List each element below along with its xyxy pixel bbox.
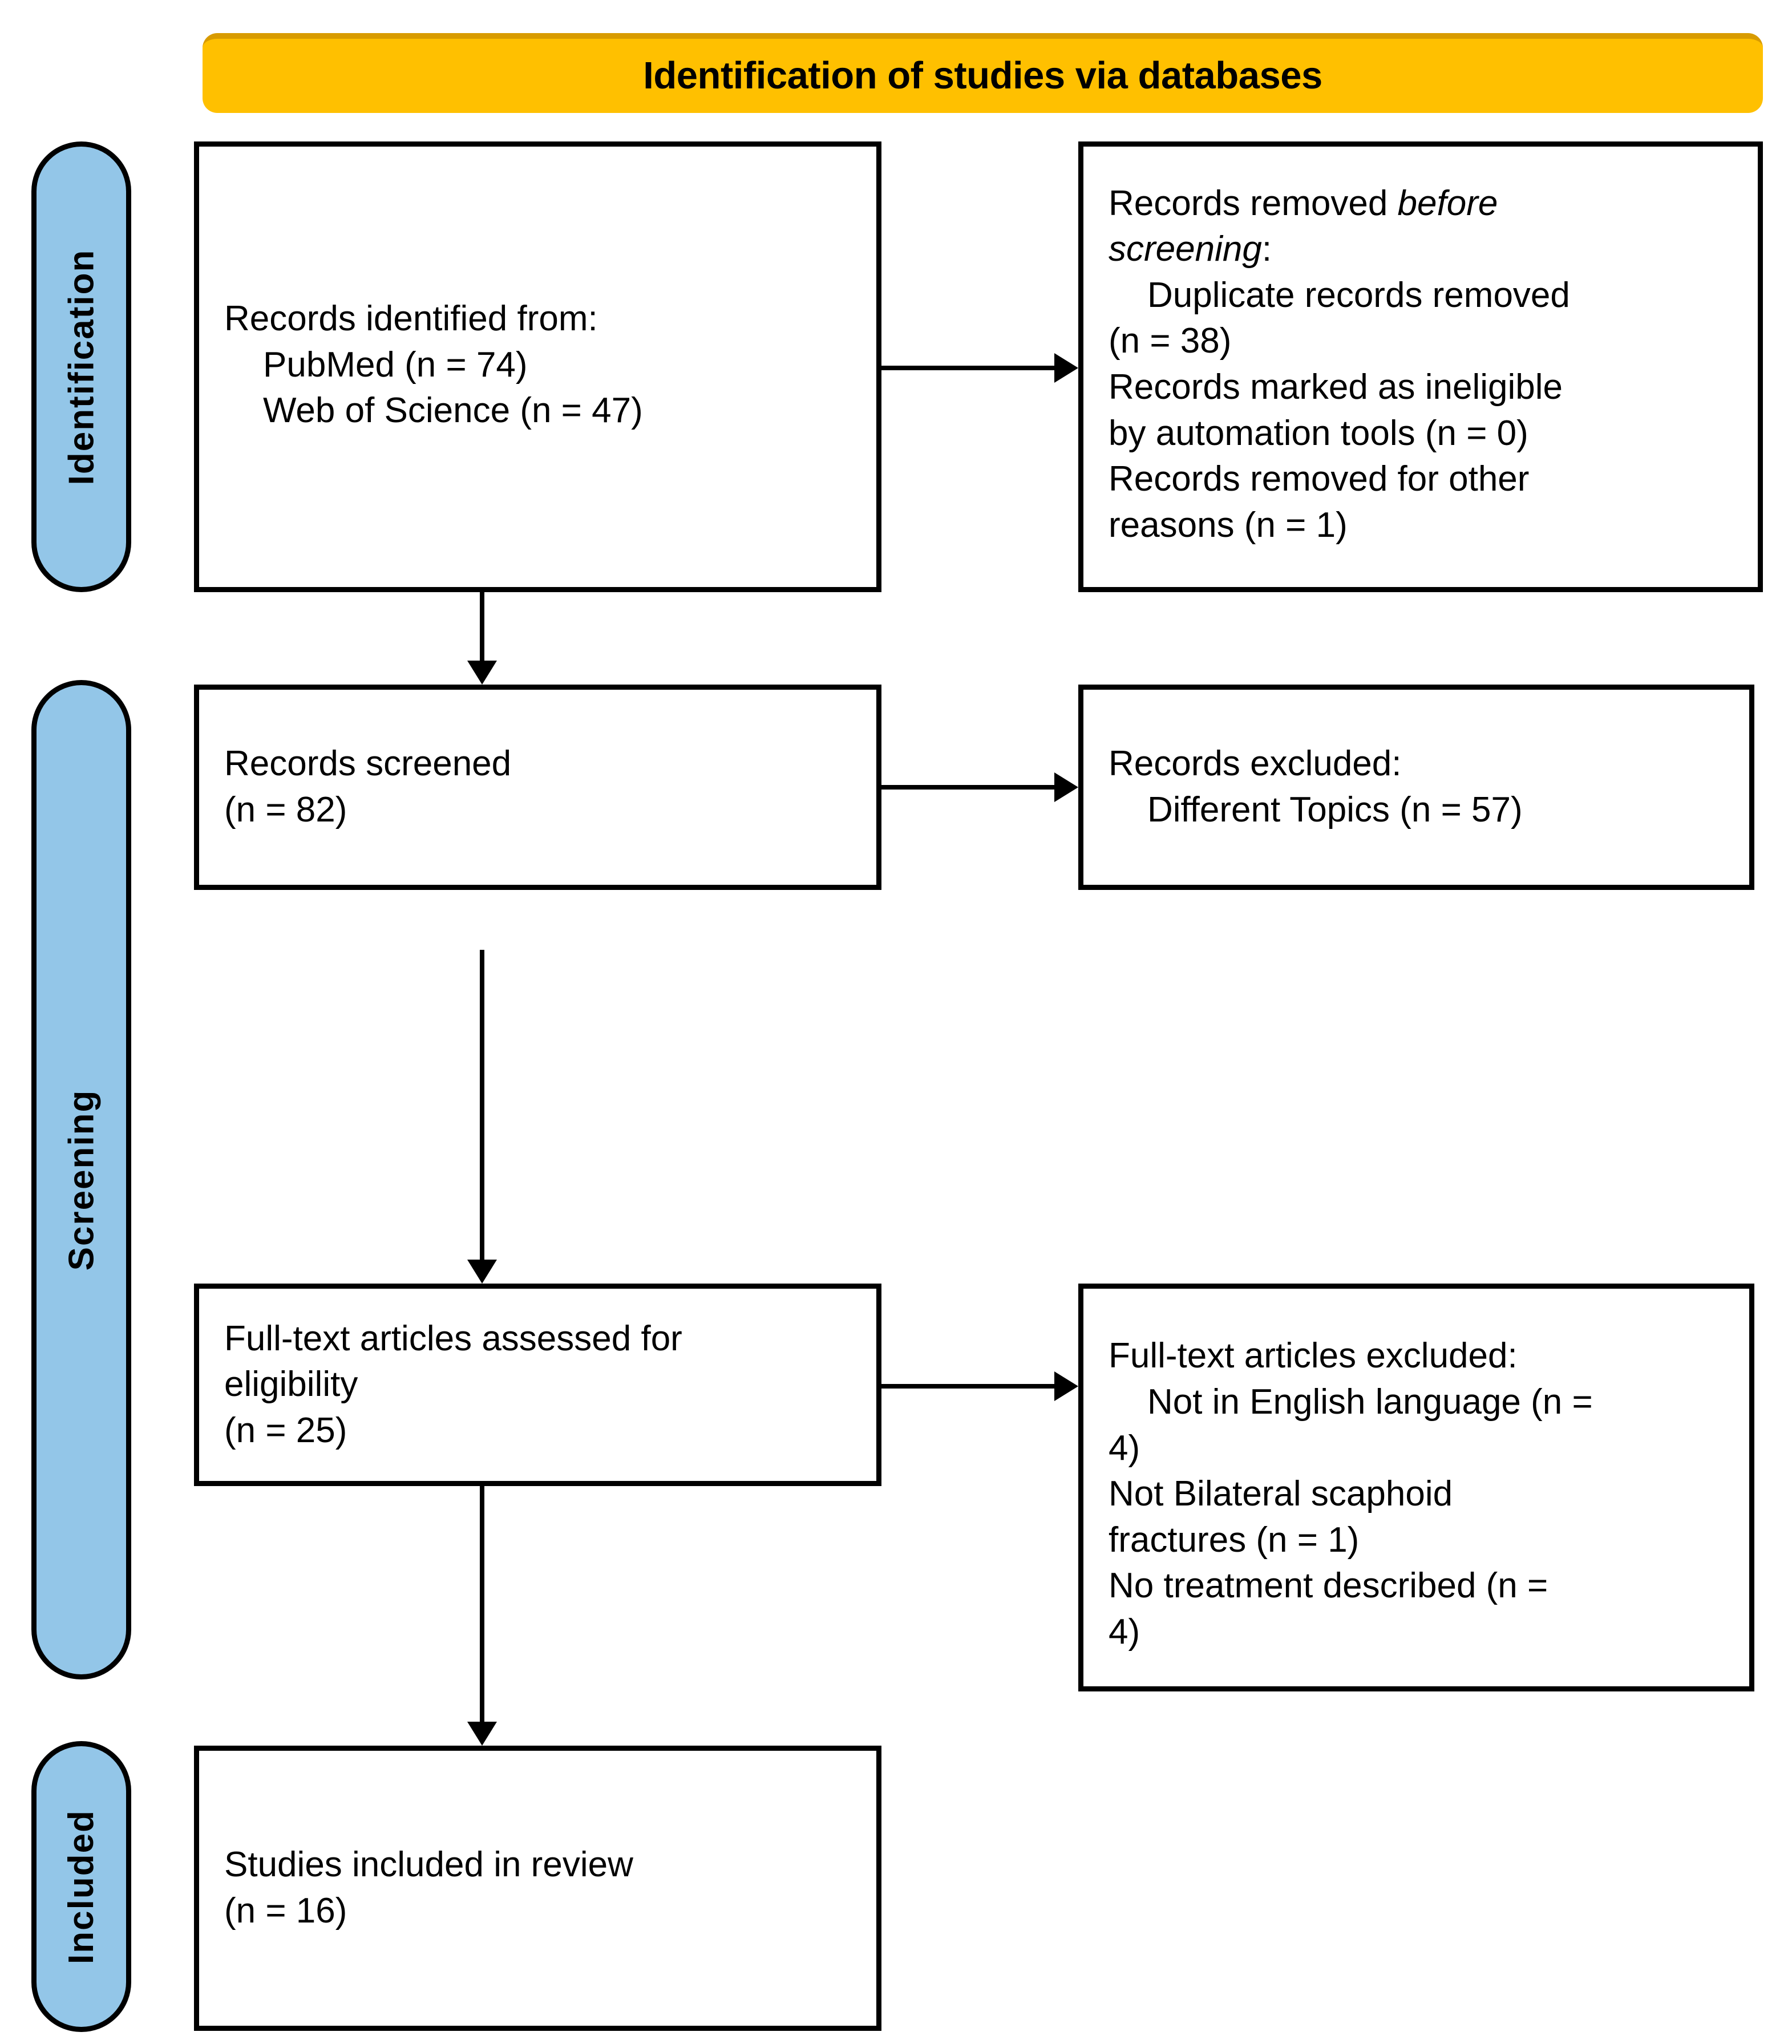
records-removed-colon: : xyxy=(1261,229,1272,269)
arrow-screened-to-fulltext-icon xyxy=(465,950,499,1284)
records-removed-heading-line1: Records removed before xyxy=(1109,181,1733,227)
arrow-shaft xyxy=(881,366,1054,370)
fulltext-excluded-bilateral-line2: fractures (n = 1) xyxy=(1109,1520,1360,1560)
stage-label-identification: Identification xyxy=(62,249,101,485)
arrow-identified-to-removed-icon xyxy=(881,351,1078,385)
records-removed-other-line1: Records removed for other xyxy=(1109,459,1530,499)
records-excluded-heading: Records excluded: xyxy=(1109,744,1402,784)
box-records-removed-body: Records removed before screening: Duplic… xyxy=(1109,181,1733,549)
arrow-head xyxy=(467,661,497,685)
stage-label-included: Included xyxy=(62,1809,101,1964)
box-records-excluded-body: Records excluded: Different Topics (n = … xyxy=(1109,741,1724,833)
arrow-screened-to-excluded-icon xyxy=(881,770,1078,804)
records-removed-other-line2: reasons (n = 1) xyxy=(1109,505,1348,545)
header-banner: Identification of studies via databases xyxy=(203,33,1763,113)
box-records-removed: Records removed before screening: Duplic… xyxy=(1078,141,1763,592)
fulltext-excluded-english-line2: 4) xyxy=(1109,1428,1140,1468)
studies-included-count: (n = 16) xyxy=(224,1891,347,1930)
fulltext-excluded-heading: Full-text articles excluded: xyxy=(1109,1336,1518,1376)
stage-label-screening: Screening xyxy=(62,1089,101,1270)
arrow-shaft xyxy=(881,1384,1054,1389)
fulltext-assessed-count: (n = 25) xyxy=(224,1410,347,1450)
stage-bar-included: Included xyxy=(31,1741,131,2032)
records-identified-pubmed: PubMed (n = 74) xyxy=(263,345,528,384)
fulltext-assessed-line2: eligibility xyxy=(224,1365,358,1405)
arrow-head xyxy=(1054,1371,1078,1401)
box-studies-included: Studies included in review (n = 16) xyxy=(194,1746,881,2031)
arrow-fulltext-to-included-icon xyxy=(465,1486,499,1746)
box-records-identified-body: Records identified from: PubMed (n = 74)… xyxy=(224,296,851,434)
records-removed-heading-line2: screening: xyxy=(1109,226,1733,273)
box-records-screened: Records screened (n = 82) xyxy=(194,685,881,890)
box-records-excluded: Records excluded: Different Topics (n = … xyxy=(1078,685,1754,890)
records-removed-ineligible-line2: by automation tools (n = 0) xyxy=(1109,413,1528,453)
arrow-head xyxy=(467,1260,497,1284)
fulltext-excluded-treatment-line1: No treatment described (n = xyxy=(1109,1566,1548,1606)
records-removed-before-italic: before xyxy=(1397,183,1498,223)
records-removed-duplicates: Duplicate records removed xyxy=(1147,275,1570,315)
box-fulltext-excluded: Full-text articles excluded: Not in Engl… xyxy=(1078,1284,1754,1691)
box-fulltext-assessed: Full-text articles assessed for eligibil… xyxy=(194,1284,881,1486)
arrow-identified-to-screened-icon xyxy=(465,592,499,685)
records-screened-count: (n = 82) xyxy=(224,790,347,829)
box-fulltext-assessed-body: Full-text articles assessed for eligibil… xyxy=(224,1316,851,1454)
fulltext-excluded-treatment-line2: 4) xyxy=(1109,1612,1140,1652)
arrow-shaft xyxy=(480,1486,484,1722)
records-identified-heading: Records identified from: xyxy=(224,299,598,339)
fulltext-assessed-line1: Full-text articles assessed for xyxy=(224,1318,682,1358)
studies-included-heading: Studies included in review xyxy=(224,1845,633,1885)
records-removed-ineligible-line1: Records marked as ineligible xyxy=(1109,367,1563,407)
records-identified-wos: Web of Science (n = 47) xyxy=(263,391,643,431)
arrow-shaft xyxy=(881,785,1054,790)
fulltext-excluded-bilateral-line1: Not Bilateral scaphoid xyxy=(1109,1474,1453,1514)
header-title: Identification of studies via databases xyxy=(643,54,1322,98)
arrow-head xyxy=(1054,353,1078,383)
records-excluded-different-topics: Different Topics (n = 57) xyxy=(1147,790,1523,829)
arrow-fulltext-to-excluded-icon xyxy=(881,1369,1078,1403)
arrow-head xyxy=(467,1722,497,1746)
fulltext-excluded-english-line1: Not in English language (n = xyxy=(1147,1382,1593,1422)
box-records-identified: Records identified from: PubMed (n = 74)… xyxy=(194,141,881,592)
arrow-shaft xyxy=(480,950,484,1260)
box-records-screened-body: Records screened (n = 82) xyxy=(224,741,851,833)
records-removed-screening-italic: screening xyxy=(1109,229,1262,269)
stage-bar-screening: Screening xyxy=(31,680,131,1679)
arrow-head xyxy=(1054,772,1078,802)
stage-bar-identification: Identification xyxy=(31,141,131,592)
records-removed-duplicates-count: (n = 38) xyxy=(1109,321,1232,361)
box-studies-included-body: Studies included in review (n = 16) xyxy=(224,1842,851,1934)
records-removed-prefix: Records removed xyxy=(1109,183,1398,223)
records-screened-heading: Records screened xyxy=(224,744,512,784)
box-fulltext-excluded-body: Full-text articles excluded: Not in Engl… xyxy=(1109,1333,1593,1655)
arrow-shaft xyxy=(480,592,484,661)
